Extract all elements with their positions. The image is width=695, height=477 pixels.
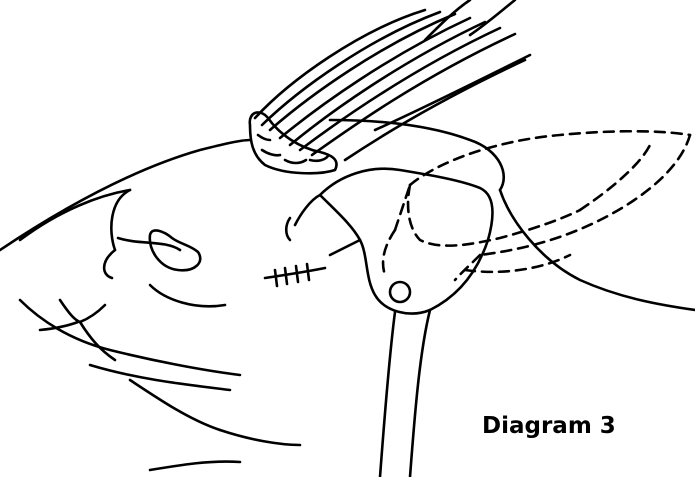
dashed-overlay — [383, 131, 690, 280]
eye-shape — [150, 230, 200, 270]
diagram-caption: Diagram 3 — [482, 413, 616, 439]
stitch-marks — [265, 264, 325, 286]
body-outline — [0, 140, 300, 470]
tendon-bundle — [255, 0, 530, 160]
